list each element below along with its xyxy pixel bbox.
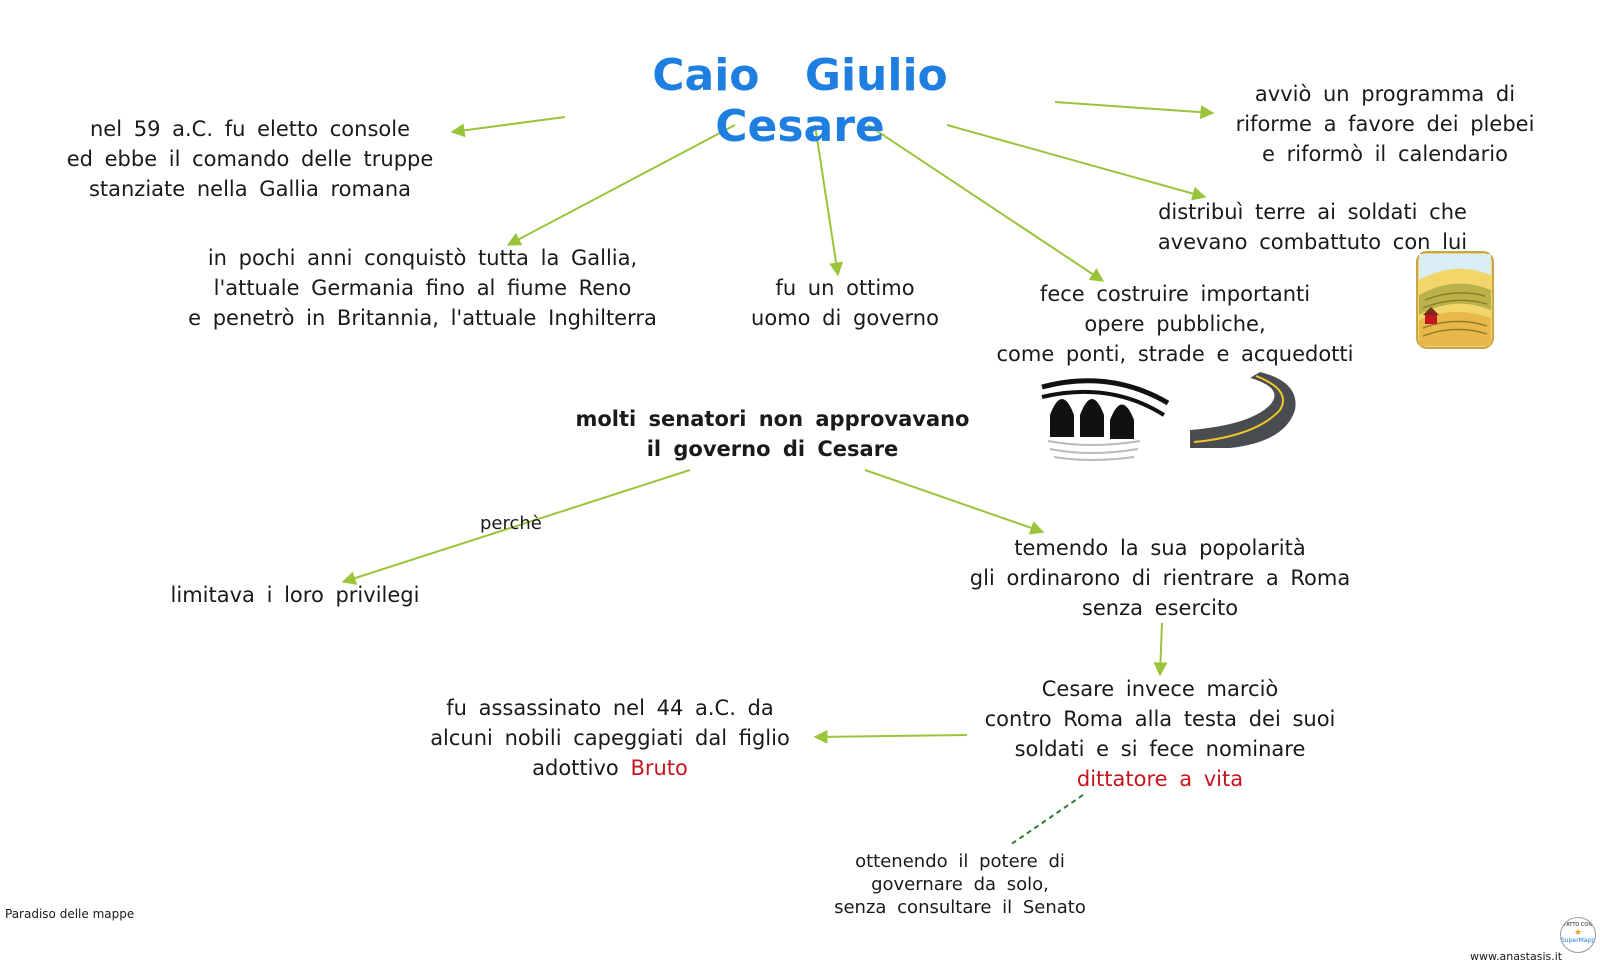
node-assassinato-line: adottivo Bruto <box>400 753 820 783</box>
node-opere-line: opere pubbliche, <box>1084 312 1266 336</box>
footer-website: www.anastasis.it <box>1470 950 1563 963</box>
node-riforme-line: avviò un programma di <box>1254 82 1516 106</box>
node-potere-line: governare da solo, <box>871 874 1049 895</box>
node-bruto-highlight: Bruto <box>630 756 688 780</box>
node-assassinato-line: fu assassinato nel 44 a.C. da <box>446 696 774 720</box>
badge-bottom-text: SuperMappe <box>1561 937 1596 944</box>
road-icon <box>1190 372 1296 448</box>
countryside-icon <box>1416 251 1494 349</box>
arrow-to-privilegi <box>341 469 691 585</box>
edge-label-perche: perchè <box>480 513 542 534</box>
node-gallia-line: e penetrò in Britannia, l'attuale Inghil… <box>188 306 657 330</box>
node-senatori-line: il governo di Cesare <box>646 437 899 461</box>
node-console: nel 59 a.C. fu eletto console ed ebbe il… <box>40 114 460 204</box>
arrow-to-assassinato <box>813 729 968 744</box>
arrow-to-governo <box>814 124 844 277</box>
node-privilegi-line: limitava i loro privilegi <box>170 583 420 607</box>
node-popolarita-line: senza esercito <box>1081 596 1239 620</box>
node-marcio: Cesare invece marciò contro Roma alla te… <box>950 674 1370 794</box>
node-console-line: stanziate nella Gallia romana <box>88 177 412 201</box>
node-assassinato-line: alcuni nobili capeggiati dal figlio <box>430 726 790 750</box>
node-senatori: molti senatori non approvavano il govern… <box>545 404 1000 464</box>
map-title: Caio Giulio Cesare <box>652 50 948 152</box>
node-marcio-line: soldati e si fece nominare <box>1014 737 1306 761</box>
dashed-link-to-potere <box>1009 794 1084 846</box>
node-potere: ottenendo il potere di governare da solo… <box>805 850 1115 919</box>
node-console-line: ed ebbe il comando delle truppe <box>66 147 434 171</box>
badge-top-text: FATTO CON <box>1563 922 1593 928</box>
node-terre: distribuì terre ai soldati che avevano c… <box>1125 197 1500 257</box>
node-governo-line: fu un ottimo <box>775 276 915 300</box>
node-assassinato: fu assassinato nel 44 a.C. da alcuni nob… <box>400 693 820 783</box>
node-riforme: avviò un programma di riforme a favore d… <box>1205 79 1565 169</box>
node-opere: fece costruire importanti opere pubblich… <box>965 279 1385 369</box>
node-popolarita-line: temendo la sua popolarità <box>1014 536 1306 560</box>
node-potere-line: senza consultare il Senato <box>834 897 1086 918</box>
node-opere-line: fece costruire importanti <box>1039 282 1311 306</box>
footer-source-left: Paradiso delle mappe <box>5 907 135 921</box>
node-dittatore-highlight: dittatore a vita <box>1076 767 1244 791</box>
node-popolarita: temendo la sua popolarità gli ordinarono… <box>935 533 1385 623</box>
arrow-to-gallia <box>506 124 736 246</box>
arrow-to-popolarita <box>864 469 1045 535</box>
arrow-to-console <box>450 116 566 138</box>
node-gallia: in pochi anni conquistò tutta la Gallia,… <box>150 243 695 333</box>
node-popolarita-line: gli ordinarono di rientrare a Roma <box>969 566 1351 590</box>
node-potere-line: ottenendo il potere di <box>855 851 1065 872</box>
node-assassinato-prefix: adottivo <box>532 756 619 780</box>
node-gallia-line: in pochi anni conquistò tutta la Gallia, <box>207 246 638 270</box>
arrow-to-opere <box>867 124 1105 282</box>
node-senatori-line: molti senatori non approvavano <box>575 407 970 431</box>
node-governo: fu un ottimo uomo di governo <box>735 273 955 333</box>
bridge-icon <box>1041 378 1170 461</box>
node-terre-line: avevano combattuto con lui <box>1157 230 1468 254</box>
node-riforme-line: e riformò il calendario <box>1262 142 1508 166</box>
arrow-to-marcio <box>1153 622 1168 677</box>
node-marcio-line: contro Roma alla testa dei suoi <box>984 707 1336 731</box>
node-marcio-line: Cesare invece marciò <box>1041 677 1279 701</box>
arrow-to-riforme <box>1054 101 1215 120</box>
node-governo-line: uomo di governo <box>751 306 939 330</box>
node-opere-line: come ponti, strade e acquedotti <box>996 342 1354 366</box>
arrow-to-terre <box>946 124 1207 201</box>
node-privilegi: limitava i loro privilegi <box>130 580 460 610</box>
node-riforme-line: riforme a favore dei plebei <box>1235 112 1535 136</box>
node-gallia-line: l'attuale Germania fino al fiume Reno <box>213 276 632 300</box>
star-icon: ★ <box>1573 928 1583 938</box>
node-terre-line: distribuì terre ai soldati che <box>1158 200 1467 224</box>
node-console-line: nel 59 a.C. fu eletto console <box>90 117 410 141</box>
supermappe-badge: FATTO CON ★ SuperMappe <box>1560 917 1596 953</box>
